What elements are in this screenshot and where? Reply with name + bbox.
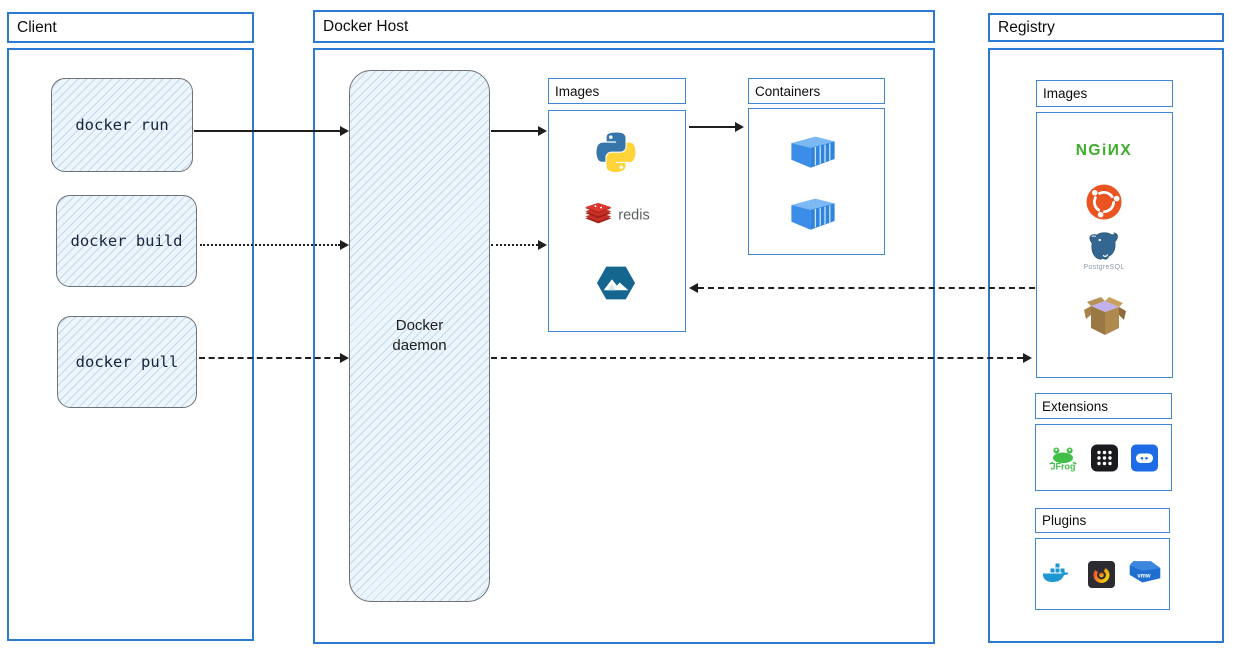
vmware-icon: vmw <box>1129 561 1161 583</box>
arrow-run-to-daemon <box>194 126 349 136</box>
arrow-pull-to-daemon <box>199 353 349 363</box>
redis-label: redis <box>618 207 650 223</box>
container-icon <box>789 195 837 231</box>
vmware-label: vmw <box>1137 573 1151 579</box>
redis-image-row: redis <box>584 202 650 228</box>
extensions-row: JFrog <box>1048 444 1158 472</box>
arrow-registry-to-images <box>689 283 1035 293</box>
containers-label-box: Containers <box>748 78 885 104</box>
docker-host-title: Docker Host <box>323 17 409 35</box>
docker-build-label: docker build <box>70 232 183 250</box>
arrow-images-to-containers <box>689 122 744 132</box>
python-icon <box>596 132 636 172</box>
registry-titlebar: Registry <box>988 13 1224 42</box>
containers-box <box>748 108 885 255</box>
arrow-daemon-to-images-dotted <box>491 240 547 250</box>
plugins-title: Plugins <box>1042 513 1087 528</box>
registry-title: Registry <box>998 18 1055 36</box>
jfrog-icon <box>1049 447 1077 465</box>
redis-icon <box>585 202 612 224</box>
extensions-title: Extensions <box>1042 398 1109 414</box>
open-box-icon <box>1078 295 1130 337</box>
docker-pull-label: docker pull <box>75 353 179 371</box>
arrow-daemon-to-images-solid <box>491 126 547 136</box>
alpine-icon <box>597 266 635 300</box>
arrow-daemon-to-registry <box>491 353 1032 363</box>
postgresql-logo: PostgreSQL <box>1083 229 1124 271</box>
disk-app-icon <box>1131 444 1158 472</box>
alpine-icon <box>597 266 635 300</box>
postgresql-label: PostgreSQL <box>1083 264 1125 271</box>
host-images-label-box: Images <box>548 78 686 104</box>
host-images-title: Images <box>555 83 600 99</box>
python-icon <box>596 132 636 172</box>
registry-images-label-box: Images <box>1036 80 1173 107</box>
arrow-build-to-daemon <box>200 240 349 250</box>
nginx-logo: NGiИX <box>1076 142 1133 160</box>
docker-run-node: docker run <box>51 78 193 172</box>
registry-images-title: Images <box>1043 86 1088 101</box>
vmware-icon: vmw <box>1128 558 1162 590</box>
nginx-label: NGiИX <box>1075 142 1133 159</box>
container-icon <box>791 136 835 168</box>
docker-pull-node: docker pull <box>57 316 197 408</box>
plugins-label-box: Plugins <box>1035 508 1170 533</box>
jfrog-label: JFrog <box>1050 461 1076 472</box>
docker-build-node: docker build <box>56 195 197 287</box>
ubuntu-icon <box>1086 184 1122 220</box>
open-box-icon <box>1084 297 1126 335</box>
docker-daemon-label: Docker daemon <box>392 316 447 354</box>
containers-title: Containers <box>755 83 821 99</box>
container-icon <box>789 133 837 169</box>
jfrog-icon: JFrog <box>1048 445 1078 472</box>
plugins-row: vmw <box>1042 558 1162 590</box>
docker-daemon-node: Docker daemon <box>349 70 490 602</box>
grafana-icon <box>1088 560 1115 588</box>
extensions-label-box: Extensions <box>1035 393 1172 419</box>
client-titlebar: Client <box>7 12 254 43</box>
container-icon <box>791 198 835 230</box>
postgresql-icon <box>1089 232 1118 260</box>
ubuntu-icon <box>1086 184 1122 220</box>
client-title: Client <box>17 18 57 36</box>
app-grid-icon <box>1091 444 1118 472</box>
docker-run-label: docker run <box>75 116 169 134</box>
docker-whale-icon <box>1042 563 1069 582</box>
docker-host-titlebar: Docker Host <box>313 10 935 43</box>
